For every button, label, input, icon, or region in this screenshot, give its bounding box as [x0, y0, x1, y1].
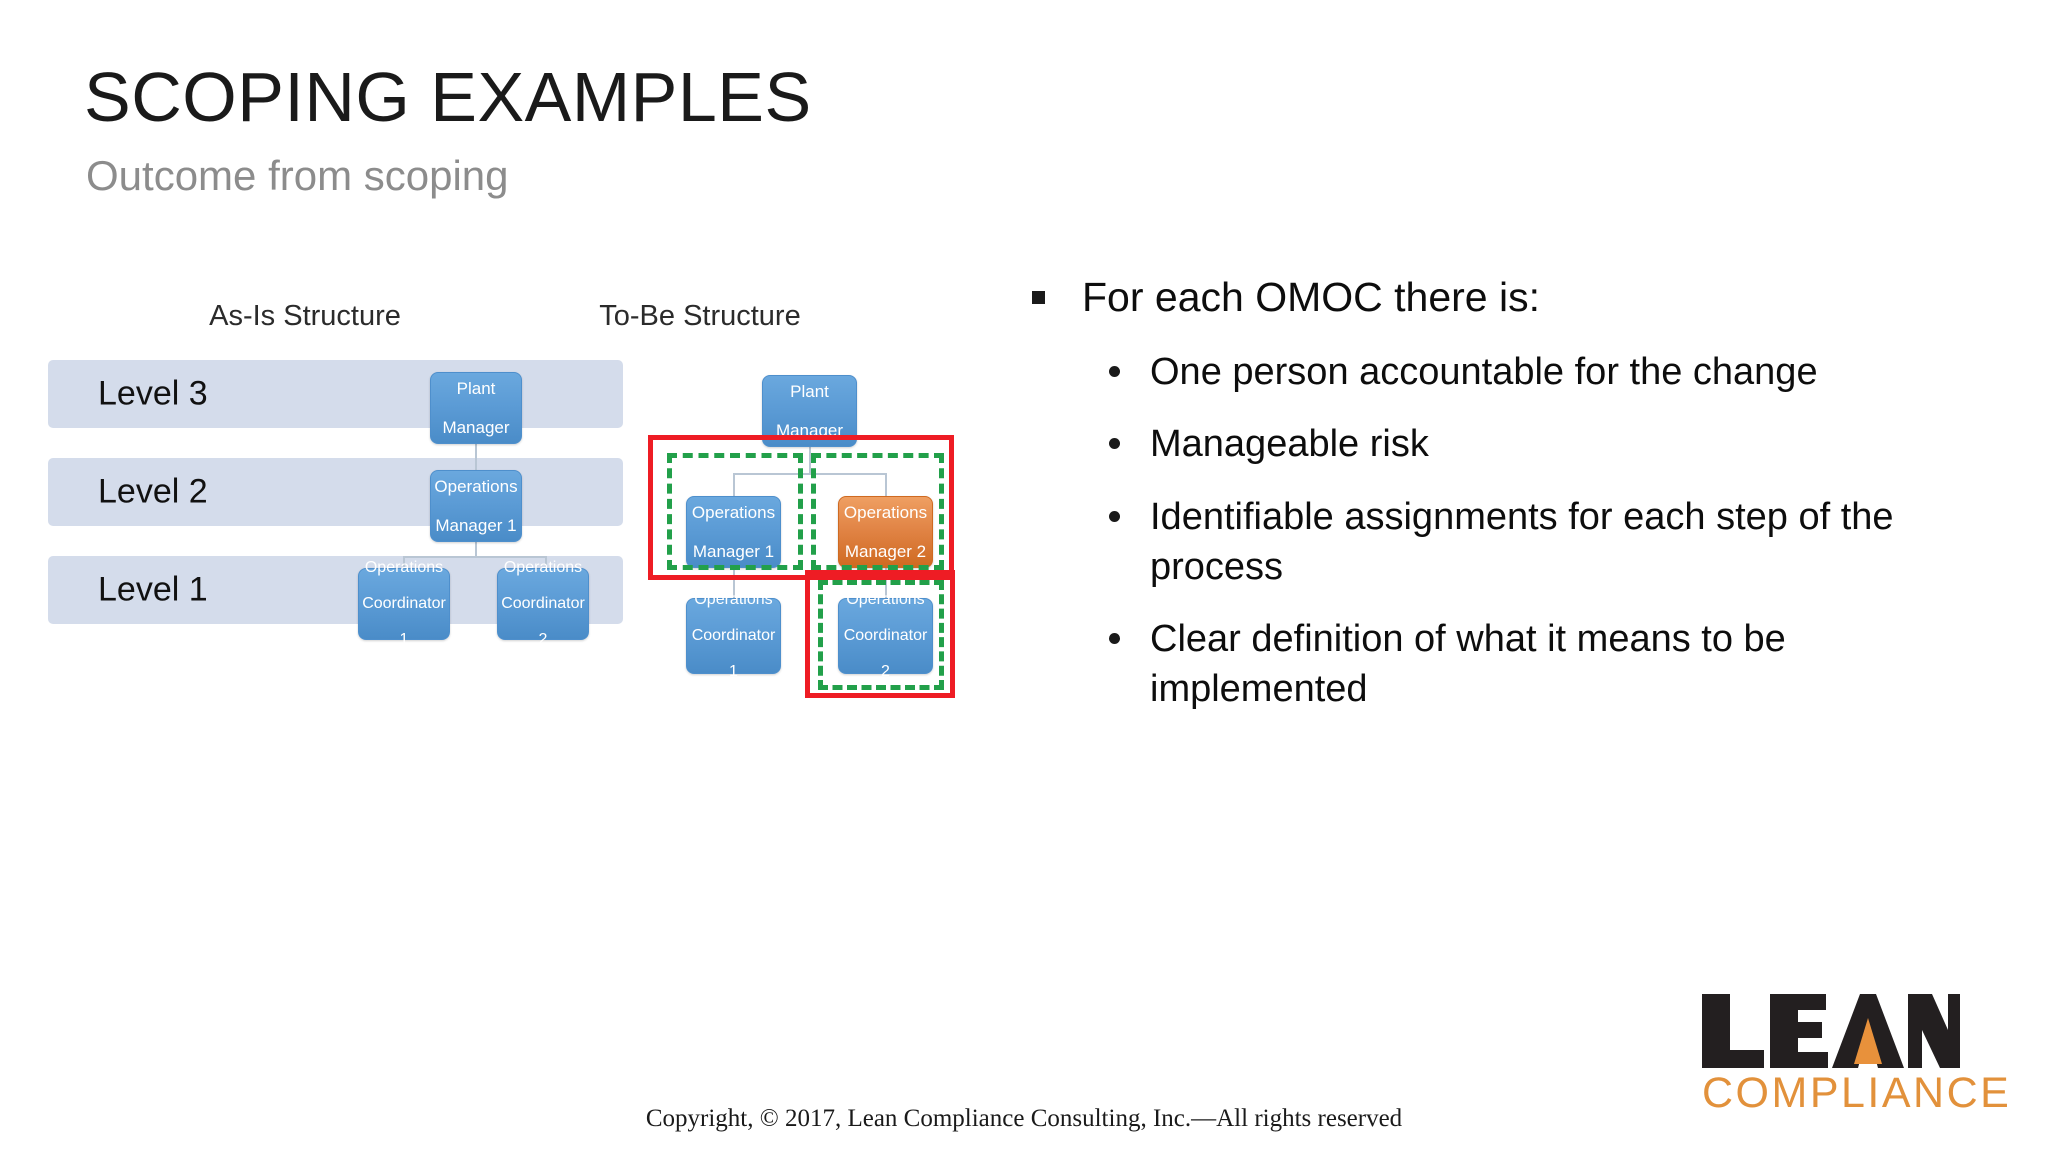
tobe-connector-to-om2: [885, 473, 887, 496]
asis-node-operations-coordinator-1-line3: 1: [399, 630, 409, 648]
footer-copyright: Copyright, © 2017, Lean Compliance Consu…: [645, 1105, 1403, 1132]
bullet-lead-item: For each OMOC there is:: [1030, 272, 1990, 323]
bullet-list: For each OMOC there is: One person accou…: [1030, 272, 1990, 736]
level-bar-3: Level 3: [48, 360, 623, 428]
tobe-connector-om1-to-oc1: [733, 568, 735, 598]
tobe-node-operations-coordinator-2-line1: Operations: [846, 591, 925, 609]
asis-connector-om1-down: [475, 542, 477, 556]
tobe-node-operations-manager-1-line1: Operations: [691, 503, 776, 523]
level-bar-3-label: Level 3: [98, 374, 208, 413]
asis-node-operations-coordinator-1: Operations Coordinator 1: [358, 559, 450, 648]
tobe-node-operations-coordinator-1-line1: Operations: [694, 591, 773, 609]
tobe-node-operations-manager-1: Operations Manager 1: [686, 496, 781, 568]
list-item: Manageable risk: [1030, 419, 1990, 469]
asis-node-operations-coordinator-2-line2: Coordinator: [501, 595, 585, 613]
page-title: SCOPING EXAMPLES: [84, 58, 812, 136]
asis-node-plant-manager-line1: Plant: [456, 379, 496, 399]
square-bullet-icon: [1032, 291, 1045, 304]
asis-connector-pm-to-om1: [475, 444, 477, 470]
list-item-text: Clear definition of what it means to be …: [1150, 617, 1786, 711]
tobe-node-operations-manager-1-line2: Manager 1: [692, 541, 775, 561]
level-bar-2-label: Level 2: [98, 472, 208, 511]
as-is-structure-heading: As-Is Structure: [209, 300, 401, 332]
list-item: Clear definition of what it means to be …: [1030, 614, 1990, 714]
tobe-node-operations-coordinator-1: Operations Coordinator 1: [686, 591, 781, 680]
tobe-node-operations-manager-2-line2: Manager 2: [844, 541, 927, 561]
asis-node-plant-manager: Plant Manager: [430, 372, 522, 444]
lean-compliance-logo: COMPLIANCE: [1700, 990, 2012, 1120]
list-item: Identifiable assignments for each step o…: [1030, 492, 1990, 592]
tobe-node-plant-manager-line1: Plant: [790, 382, 829, 402]
asis-node-operations-manager-1-line1: Operations: [434, 477, 518, 497]
list-item-text: Identifiable assignments for each step o…: [1150, 495, 1894, 588]
to-be-structure-heading: To-Be Structure: [599, 300, 801, 332]
logo-compliance-wordmark: COMPLIANCE: [1702, 1069, 2012, 1117]
tobe-node-operations-coordinator-2-line3: 2: [881, 662, 890, 680]
tobe-node-operations-coordinator-2-line2: Coordinator: [843, 627, 928, 645]
asis-connector-horizontal: [403, 556, 547, 558]
logo-lean-wordmark: [1702, 994, 1960, 1068]
dot-bullet-icon: [1109, 510, 1120, 522]
highlight-green-coordinator-2: [818, 580, 944, 690]
dot-bullet-icon: [1109, 632, 1120, 644]
highlight-red-managers: [648, 435, 954, 580]
asis-node-operations-coordinator-2-line3: 2: [538, 630, 548, 648]
asis-node-operations-manager-1-line2: Manager 1: [435, 515, 517, 535]
tobe-connector-horizontal-managers: [733, 473, 885, 475]
page-subtitle: Outcome from scoping: [86, 152, 509, 199]
list-item: One person accountable for the change: [1030, 347, 1990, 397]
list-item-text: One person accountable for the change: [1150, 351, 1818, 394]
dot-bullet-icon: [1109, 438, 1120, 450]
tobe-node-operations-coordinator-1-line2: Coordinator: [691, 627, 776, 645]
tobe-node-operations-manager-2: Operations Manager 2: [838, 496, 933, 568]
level-bar-1-label: Level 1: [98, 570, 208, 609]
dot-bullet-icon: [1109, 366, 1120, 378]
asis-connector-to-oc1: [403, 556, 405, 568]
org-structure-diagram: As-Is Structure To-Be Structure Level 3 …: [0, 280, 1000, 700]
list-item-text: Manageable risk: [1150, 423, 1429, 466]
tobe-connector-to-om1: [733, 473, 735, 496]
bullet-lead-text: For each OMOC there is:: [1082, 274, 1540, 320]
asis-node-operations-coordinator-2-line1: Operations: [503, 559, 583, 577]
highlight-green-manager-1: [667, 453, 803, 570]
tobe-node-operations-coordinator-2: Operations Coordinator 2: [838, 591, 933, 680]
asis-node-plant-manager-line2: Manager: [442, 417, 510, 437]
level-bar-2: Level 2: [48, 458, 623, 526]
asis-node-operations-coordinator-1-line2: Coordinator: [362, 595, 446, 613]
tobe-connector-pm-down: [809, 447, 811, 473]
asis-node-operations-coordinator-2: Operations Coordinator 2: [497, 559, 589, 648]
highlight-green-manager-2: [811, 453, 944, 570]
tobe-node-operations-coordinator-1-line3: 1: [729, 662, 738, 680]
asis-connector-to-oc2: [545, 556, 547, 568]
asis-node-operations-coordinator-1-line1: Operations: [364, 559, 444, 577]
asis-node-operations-manager-1: Operations Manager 1: [430, 470, 522, 542]
tobe-node-plant-manager-line2: Manager: [775, 420, 844, 440]
highlight-red-coordinator-2: [805, 570, 955, 698]
tobe-node-operations-manager-2-line1: Operations: [843, 503, 928, 523]
